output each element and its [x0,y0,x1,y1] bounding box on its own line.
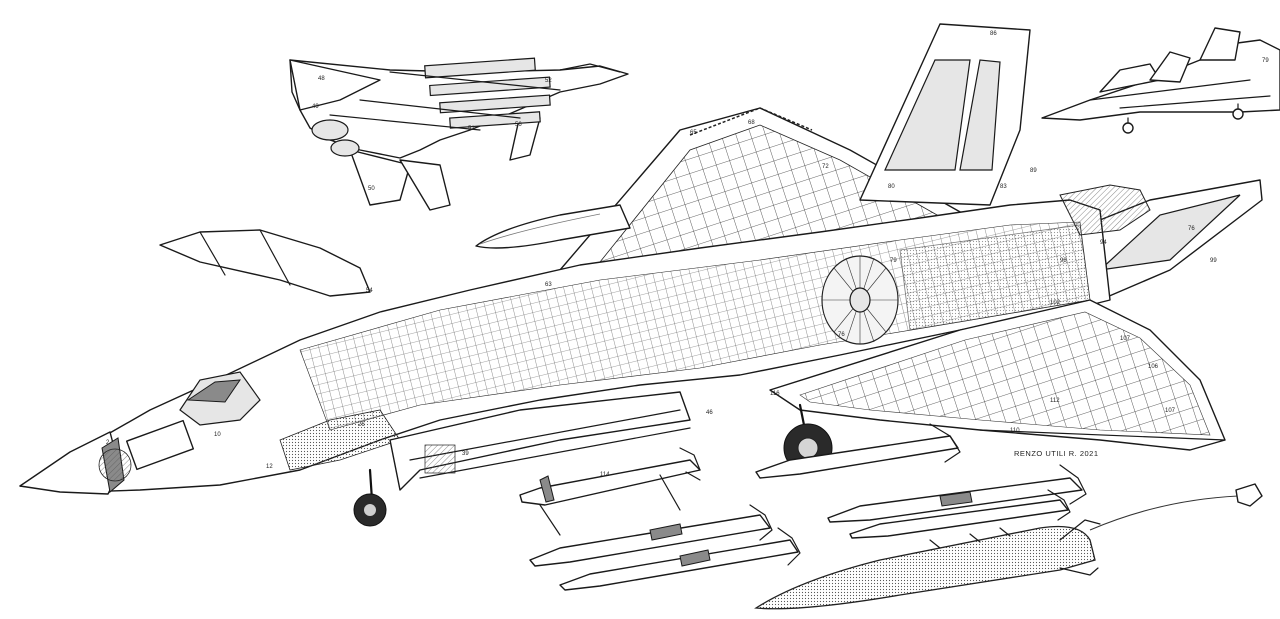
callout-116: 116 [770,391,780,397]
external-fuel-tank [754,483,1263,610]
callout-76: 76 [838,332,845,338]
callout-80: 76 [1188,226,1195,232]
callout-52-inset: 52 [545,78,552,84]
callout-12: 12 [266,464,273,470]
missile-right-3 [849,489,1071,539]
weapons-bay [389,391,691,491]
callout-99: 99 [1210,258,1217,264]
callout-89: 86 [990,31,997,37]
inset-aircraft-top-left: 48 49 50 51 52 56 [289,57,629,211]
callout-49-inset: 49 [312,104,319,110]
main-aircraft: 86 80 83 76 99 2 10 12 26 39 46 [19,23,1263,527]
callout-63: 63 [545,282,552,288]
callout-2: 2 [106,440,110,446]
callout-10: 10 [214,432,221,438]
callout-91: 89 [1030,168,1037,174]
missile-3 [559,527,801,591]
artist-credit: RENZO UTILI R. 2021 [1014,449,1099,458]
nose-landing-gear [353,468,387,527]
callout-114: 114 [600,472,610,478]
callout-86: 83 [1000,184,1007,190]
missile-right-2 [827,464,1087,523]
inset-aircraft-top-right: 79 [1041,27,1280,134]
callout-102: 102 [1050,300,1061,306]
callout-112: 112 [1050,398,1060,404]
callout-48-inset: 48 [318,76,325,82]
callout-110: 110 [1010,428,1020,434]
callout-83: 80 [888,184,895,190]
callout-54: 54 [366,288,373,294]
callout-98: 98 [1060,258,1067,264]
callout-56-inset: 56 [515,122,522,128]
missile-2 [529,504,773,567]
callout-46: 46 [706,410,713,416]
canopy [159,229,371,297]
callout-72: 72 [822,164,829,170]
callout-79-inset: 79 [1262,58,1269,64]
callout-104: 107 [1120,336,1131,342]
callout-94: 94 [1100,240,1107,246]
callout-106: 106 [1148,364,1159,370]
callout-51-inset: 51 [468,126,475,132]
callout-79: 79 [890,258,897,264]
callout-26: 26 [358,422,365,428]
missile-1-strut [539,474,681,536]
missile-1: 114 [519,447,701,506]
callout-65: 65 [690,130,697,136]
missile-right-1 [755,423,961,479]
callout-39: 39 [462,451,469,457]
callout-50-inset: 50 [368,186,375,192]
callout-68: 68 [748,120,755,126]
callout-107: 107 [1165,408,1176,414]
